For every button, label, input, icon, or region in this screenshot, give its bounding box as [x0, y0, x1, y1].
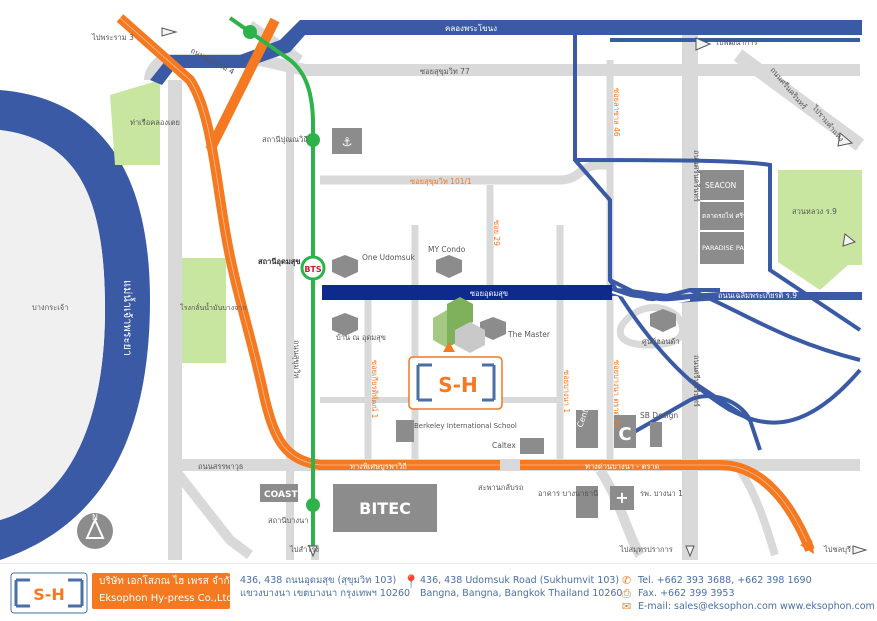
label-paradise-park: PARADISE PARK: [702, 244, 753, 252]
svg-text:+: +: [615, 488, 628, 507]
bang-krachao-land: [0, 130, 105, 520]
sh-map-logo: S-H: [408, 356, 503, 410]
label-khlong-phra-khanong: คลองพระโขนง: [445, 23, 497, 33]
bts-station-udomsuk-marker: [300, 255, 326, 281]
label-seacon: SEACON: [705, 181, 736, 190]
orange-arrow-end: [800, 540, 814, 554]
label-soi-bangna1: ซอยบางนา 1: [562, 370, 571, 413]
footer: S-H บริษัท เอกโสภณ ไฮ เพรส จำกัด Eksopho…: [0, 563, 877, 621]
label-sapphawut: ถนนสรรพาวุธ: [198, 462, 243, 471]
label-soi29: ซอย 29: [492, 220, 501, 246]
label-shopping-center: ศูนย์ฮอนด้า: [642, 337, 680, 346]
label-bang-krachao: บางกระเจ้า: [32, 303, 68, 312]
label-to-phatthanakan: ไปพัฒนาการ: [714, 38, 757, 47]
label-coast: COAST: [264, 490, 298, 500]
company-name-box: บริษัท เอกโสภณ ไฮ เพรส จำกัด Eksophon Hy…: [92, 573, 237, 609]
company-logo: S-H: [10, 572, 88, 614]
label-expressway-burapha: ทางพิเศษบูรพาวิถี: [350, 462, 407, 471]
address-en: 436, 438 Udomsuk Road (Sukhumvit 103) Ba…: [420, 574, 622, 600]
river: [0, 90, 150, 560]
label-bangna-station: สถานีบางนา: [268, 516, 308, 525]
office-building-3d: [433, 297, 485, 353]
label-soi-sukhumvit101-1: ซอยสุขุมวิท 101/1: [410, 177, 472, 186]
label-srinakarin-lower: ถนนศรีนครินทร์: [692, 355, 701, 407]
label-river: แม่น้ำเจ้าพระยา: [121, 280, 136, 356]
phone-icon: ✆: [622, 574, 632, 587]
location-map: BTS ⚓ + C: [0, 14, 868, 560]
label-soi-bangna-trat23: ซอยบางนา ตราด 23: [612, 360, 621, 428]
company-name-en: Eksophon Hy-press Co.,Ltd.: [99, 593, 236, 604]
label-bangna-tower: อาคาร บางนาธานี: [538, 489, 598, 498]
label-hospital: รพ. บางนา 1: [640, 489, 683, 498]
bts-logo-icon: BTS: [304, 265, 322, 274]
fax-icon: ⎙: [622, 587, 631, 600]
label-punnawithi-station: สถานีปุณณวิถี: [262, 135, 308, 144]
svg-text:⚓: ⚓: [342, 135, 353, 149]
label-chaloem-phrakiat: ถนนเฉลิมพระเกียรติ ร.9: [718, 291, 797, 300]
local-roads: [144, 20, 865, 560]
label-bitec: BITEC: [359, 499, 411, 518]
label-to-samut-prakan: ไปสมุทรปราการ: [619, 545, 673, 554]
bts-line: [228, 16, 315, 550]
contact-fax: Fax. +662 399 3953: [638, 588, 735, 599]
direction-arrows: [161, 27, 868, 558]
company-name-th: บริษัท เอกโสภณ ไฮ เพรส จำกัด: [99, 576, 237, 587]
bts-station-punnawithi-dot: [306, 133, 320, 147]
label-sb-design: SB Design: [640, 411, 678, 420]
location-pin-icon: 📍: [403, 575, 420, 590]
park-suan-luang: [778, 170, 862, 290]
khlong-phra-khanong: [150, 20, 862, 85]
udomsuk-road: [322, 285, 612, 300]
bts-station-top-dot: [243, 25, 257, 39]
label-soi-udomsuk: ซอยอุดมสุข: [470, 289, 508, 298]
label-ban-nai: บ้าน ณ อุดมสุข: [336, 333, 386, 342]
label-suan-luang: สวนหลวง ร.9: [792, 207, 837, 216]
label-soi-kiattiphat: ซอยเกียรติพัฒน์ 1: [370, 360, 379, 419]
label-sukhumvit: ถนนสุขุมวิท: [292, 340, 301, 379]
mail-icon: ✉: [622, 600, 632, 613]
park-refinery: [178, 258, 226, 363]
address-en-line1: 436, 438 Udomsuk Road (Sukhumvit 103): [420, 575, 620, 586]
bts-station-bangna-dot: [306, 498, 320, 512]
contact-info: Tel. +662 393 3688, +662 398 1690 Fax. +…: [638, 574, 875, 613]
building-icons: ⚓ + C: [260, 128, 744, 532]
park-khlong-toei: [110, 80, 160, 165]
label-khlong-toei-port: ท่าเรือคลองเตย: [130, 118, 180, 127]
contact-tel: Tel. +662 393 3688, +662 398 1690: [638, 575, 812, 586]
svg-text:C: C: [618, 424, 631, 445]
label-the-master: The Master: [507, 330, 551, 339]
label-to-samrong: ไปสำโรง: [289, 545, 319, 554]
label-bangna-bridge: สะพานกลับรถ: [478, 483, 523, 492]
label-soi-lasalle46: ซอยลาซาล 46: [612, 88, 621, 137]
label-my-condo: MY Condo: [428, 245, 466, 254]
label-berkeley: Berkeley International School: [414, 422, 517, 430]
label-talad-rot-fai: ตลาดรถไฟ ศรีนครินทร์: [702, 212, 768, 220]
contact-email[interactable]: E-mail: sales@eksophon.com www.eksophon.…: [638, 601, 875, 612]
label-refinery: โรงกลั่นน้ำมันบางจาก: [180, 301, 246, 312]
label-highway-bangna-trat: ทางด่วนบางนา - ตราด: [585, 462, 660, 471]
label-caltex: Caltex: [492, 441, 516, 450]
label-one-udomsuk: One Udomsuk: [362, 253, 415, 262]
svg-text:S-H: S-H: [438, 373, 477, 397]
svg-text:N: N: [92, 513, 98, 522]
label-to-rama3: ไปพระราม 3: [91, 33, 134, 42]
label-udomsuk-station: สถานีอุดมสุข: [258, 257, 300, 266]
compass: N: [77, 513, 113, 549]
label-soi-sukhumvit77: ซอยสุขุมวิท 77: [420, 67, 470, 76]
location-marker-triangle: [443, 342, 455, 352]
address-en-line2: Bangna, Bangna, Bangkok Thailand 10260: [420, 588, 623, 599]
address-th-line2: แขวงบางนา เขตบางนา กรุงเทพฯ 10260: [240, 588, 411, 599]
label-srinakarin-mid: ถนนศรีนครินทร์: [692, 150, 701, 202]
label-to-chonburi: ไปชลบุรี: [823, 545, 851, 554]
address-th: 436, 438 ถนนอุดมสุข (สุขุมวิท 103) แขวงบ…: [240, 574, 410, 600]
svg-text:S-H: S-H: [33, 585, 65, 604]
address-th-line1: 436, 438 ถนนอุดมสุข (สุขุมวิท 103): [240, 575, 397, 586]
